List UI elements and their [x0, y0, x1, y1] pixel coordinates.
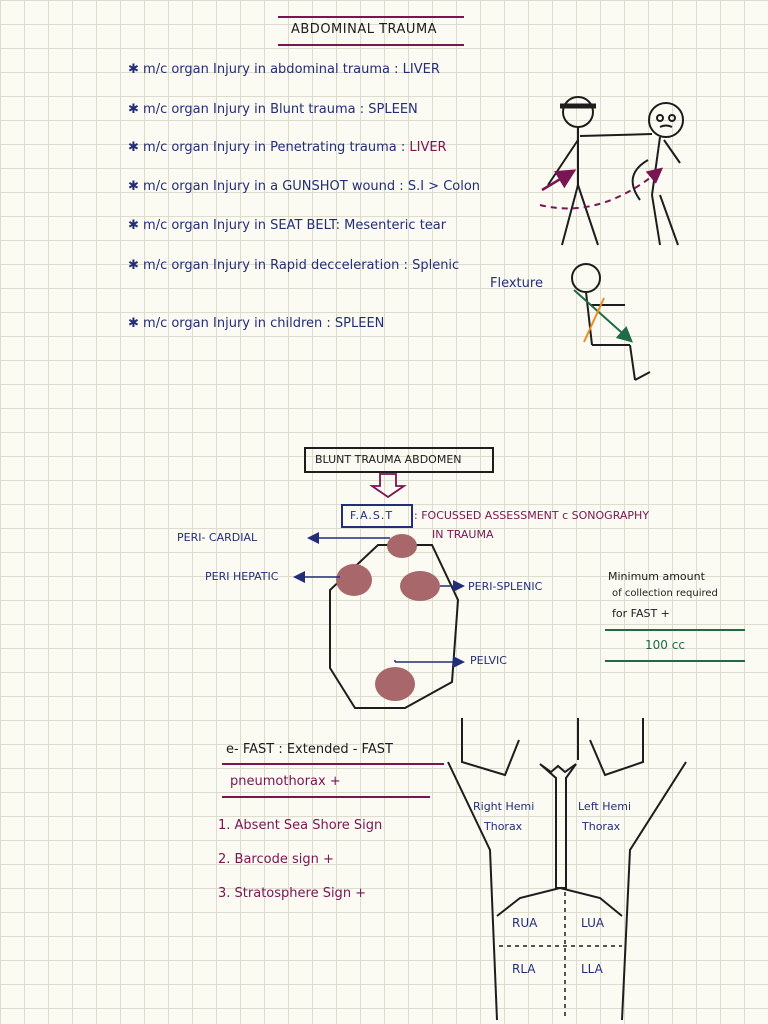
fact-item: ✱ m/c organ Injury in Penetrating trauma…: [128, 140, 447, 155]
min-amount-value: 100 cc: [645, 638, 685, 652]
left-hemithorax-label: Left Hemi: [578, 800, 632, 813]
pelvic-label: PELVIC: [470, 654, 507, 667]
bullet-star-icon: ✱: [128, 140, 144, 155]
bullet-star-icon: ✱: [128, 62, 144, 77]
efast-subheading: pneumothorax +: [230, 774, 341, 789]
fast-label: F.A.S.T: [350, 509, 394, 522]
quadrant-lua: LUA: [581, 916, 605, 930]
gunshot-figures-icon: [547, 96, 684, 246]
fact-item: ✱ m/c organ Injury in Rapid decceleratio…: [128, 258, 460, 273]
perihepatic-label: PERI HEPATIC: [205, 570, 279, 583]
efast-heading: e- FAST : Extended - FAST: [226, 742, 393, 757]
bullet-star-icon: ✱: [128, 218, 144, 233]
left-hemithorax-label-cont: Thorax: [582, 820, 621, 833]
bullet-star-icon: ✱: [128, 258, 144, 273]
fluid-collection-icon: [336, 534, 440, 701]
right-hemithorax-label-cont: Thorax: [484, 820, 523, 833]
fact-item: ✱ m/c organ Injury in SEAT BELT: Mesente…: [128, 218, 447, 233]
right-hemithorax-label: Right Hemi: [473, 800, 535, 813]
min-amount-line2: of collection required: [612, 588, 718, 599]
fast-definition-cont: IN TRAUMA: [432, 528, 494, 541]
fact-item-continued: Flexture: [490, 276, 543, 291]
quadrant-lla: LLA: [581, 962, 603, 976]
bullet-star-icon: ✱: [128, 102, 144, 117]
perisplenic-label: PERI-SPLENIC: [468, 580, 543, 593]
torso-outline-icon: [447, 718, 687, 1021]
fast-definition: : FOCUSSED ASSESSMENT c SONOGRAPHY: [414, 509, 650, 522]
efast-sign: 2. Barcode sign +: [218, 852, 334, 867]
title-underline-top: [278, 16, 464, 18]
pericardial-label: PERI- CARDIAL: [177, 531, 258, 544]
fact-item: ✱ m/c organ Injury in a GUNSHOT wound : …: [128, 179, 481, 194]
bullet-star-icon: ✱: [128, 316, 144, 331]
fact-item: ✱ m/c organ Injury in Blunt trauma : SPL…: [128, 102, 418, 117]
efast-sign: 1. Absent Sea Shore Sign: [218, 818, 383, 833]
abdomen-outline-icon: [329, 544, 460, 709]
bullet-star-icon: ✱: [128, 179, 144, 194]
blunt-trauma-heading: BLUNT TRAUMA ABDOMEN: [315, 453, 462, 466]
fact-item: ✱ m/c organ Injury in abdominal trauma :…: [128, 62, 440, 77]
min-amount-line3: for FAST +: [612, 607, 670, 620]
quadrant-rla: RLA: [512, 962, 536, 976]
min-amount-line1: Minimum amount: [608, 570, 705, 583]
quadrant-rua: RUA: [512, 916, 538, 930]
fact-item: ✱ m/c organ Injury in children : SPLEEN: [128, 316, 385, 331]
efast-sign: 3. Stratosphere Sign +: [218, 886, 367, 901]
title-underline-bottom: [278, 44, 464, 46]
page-title: ABDOMINAL TRAUMA: [291, 22, 438, 37]
